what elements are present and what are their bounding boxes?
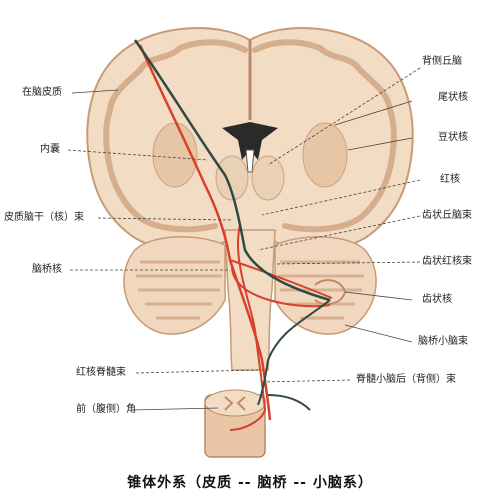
label-dentate-nucleus: 齿状核 xyxy=(422,294,452,305)
leader-lines-right xyxy=(257,67,421,383)
cerebellum-folia-left xyxy=(136,260,222,320)
dark-pathway-spinocerebellar xyxy=(257,299,331,411)
label-pontocerebellar-tract: 脑桥小脑束 xyxy=(418,336,468,347)
diagram-caption: 锥体外系（皮质 -- 脑桥 -- 小脑系） xyxy=(127,475,373,491)
thalamus-left xyxy=(215,155,249,201)
label-cortex: 在脑皮质 xyxy=(22,87,62,98)
label-lentiform-nucleus: 豆状核 xyxy=(438,132,468,143)
lentiform-right xyxy=(302,122,348,188)
brainstem xyxy=(224,229,276,371)
spinal-cord xyxy=(204,389,266,458)
third-ventricle xyxy=(245,149,255,173)
red-pathway-rubrospinal xyxy=(229,224,267,431)
label-dentatorubral-tract: 齿状红核束 xyxy=(422,256,472,267)
label-red-nucleus: 红核 xyxy=(440,174,460,185)
label-corticobulbar-tract: 皮质脑干（核）束 xyxy=(4,212,84,223)
cerebrum-section xyxy=(86,27,414,251)
label-dorsal-spinocerebellar: 脊髓小脑后（背侧）束 xyxy=(356,374,456,385)
cortex-gyri-left xyxy=(103,39,248,233)
cortex-gyri-right xyxy=(252,39,397,233)
red-pathway-corticopontine xyxy=(138,44,272,421)
label-pontine-nuclei: 脑桥核 xyxy=(32,264,62,275)
label-internal-capsule: 内囊 xyxy=(40,144,60,155)
label-anterior-horn: 前（腹侧）角 xyxy=(76,404,136,415)
spinal-gray-matter xyxy=(224,396,246,411)
lateral-ventricles xyxy=(222,122,278,160)
label-caudate-nucleus: 尾状核 xyxy=(438,92,468,103)
label-dentatothalamic-tract: 齿状丘脑束 xyxy=(422,210,472,221)
label-rubrospinal-tract: 红核脊髓束 xyxy=(76,367,126,378)
spinal-cord-top xyxy=(204,389,266,417)
label-dorsal-thalamus: 背侧丘脑 xyxy=(422,56,462,67)
leader-lines-left xyxy=(67,89,259,411)
dark-pathway-dentatothalamic xyxy=(133,39,331,302)
thalamus-right xyxy=(251,155,285,201)
cerebellum-folia-right xyxy=(278,260,364,320)
